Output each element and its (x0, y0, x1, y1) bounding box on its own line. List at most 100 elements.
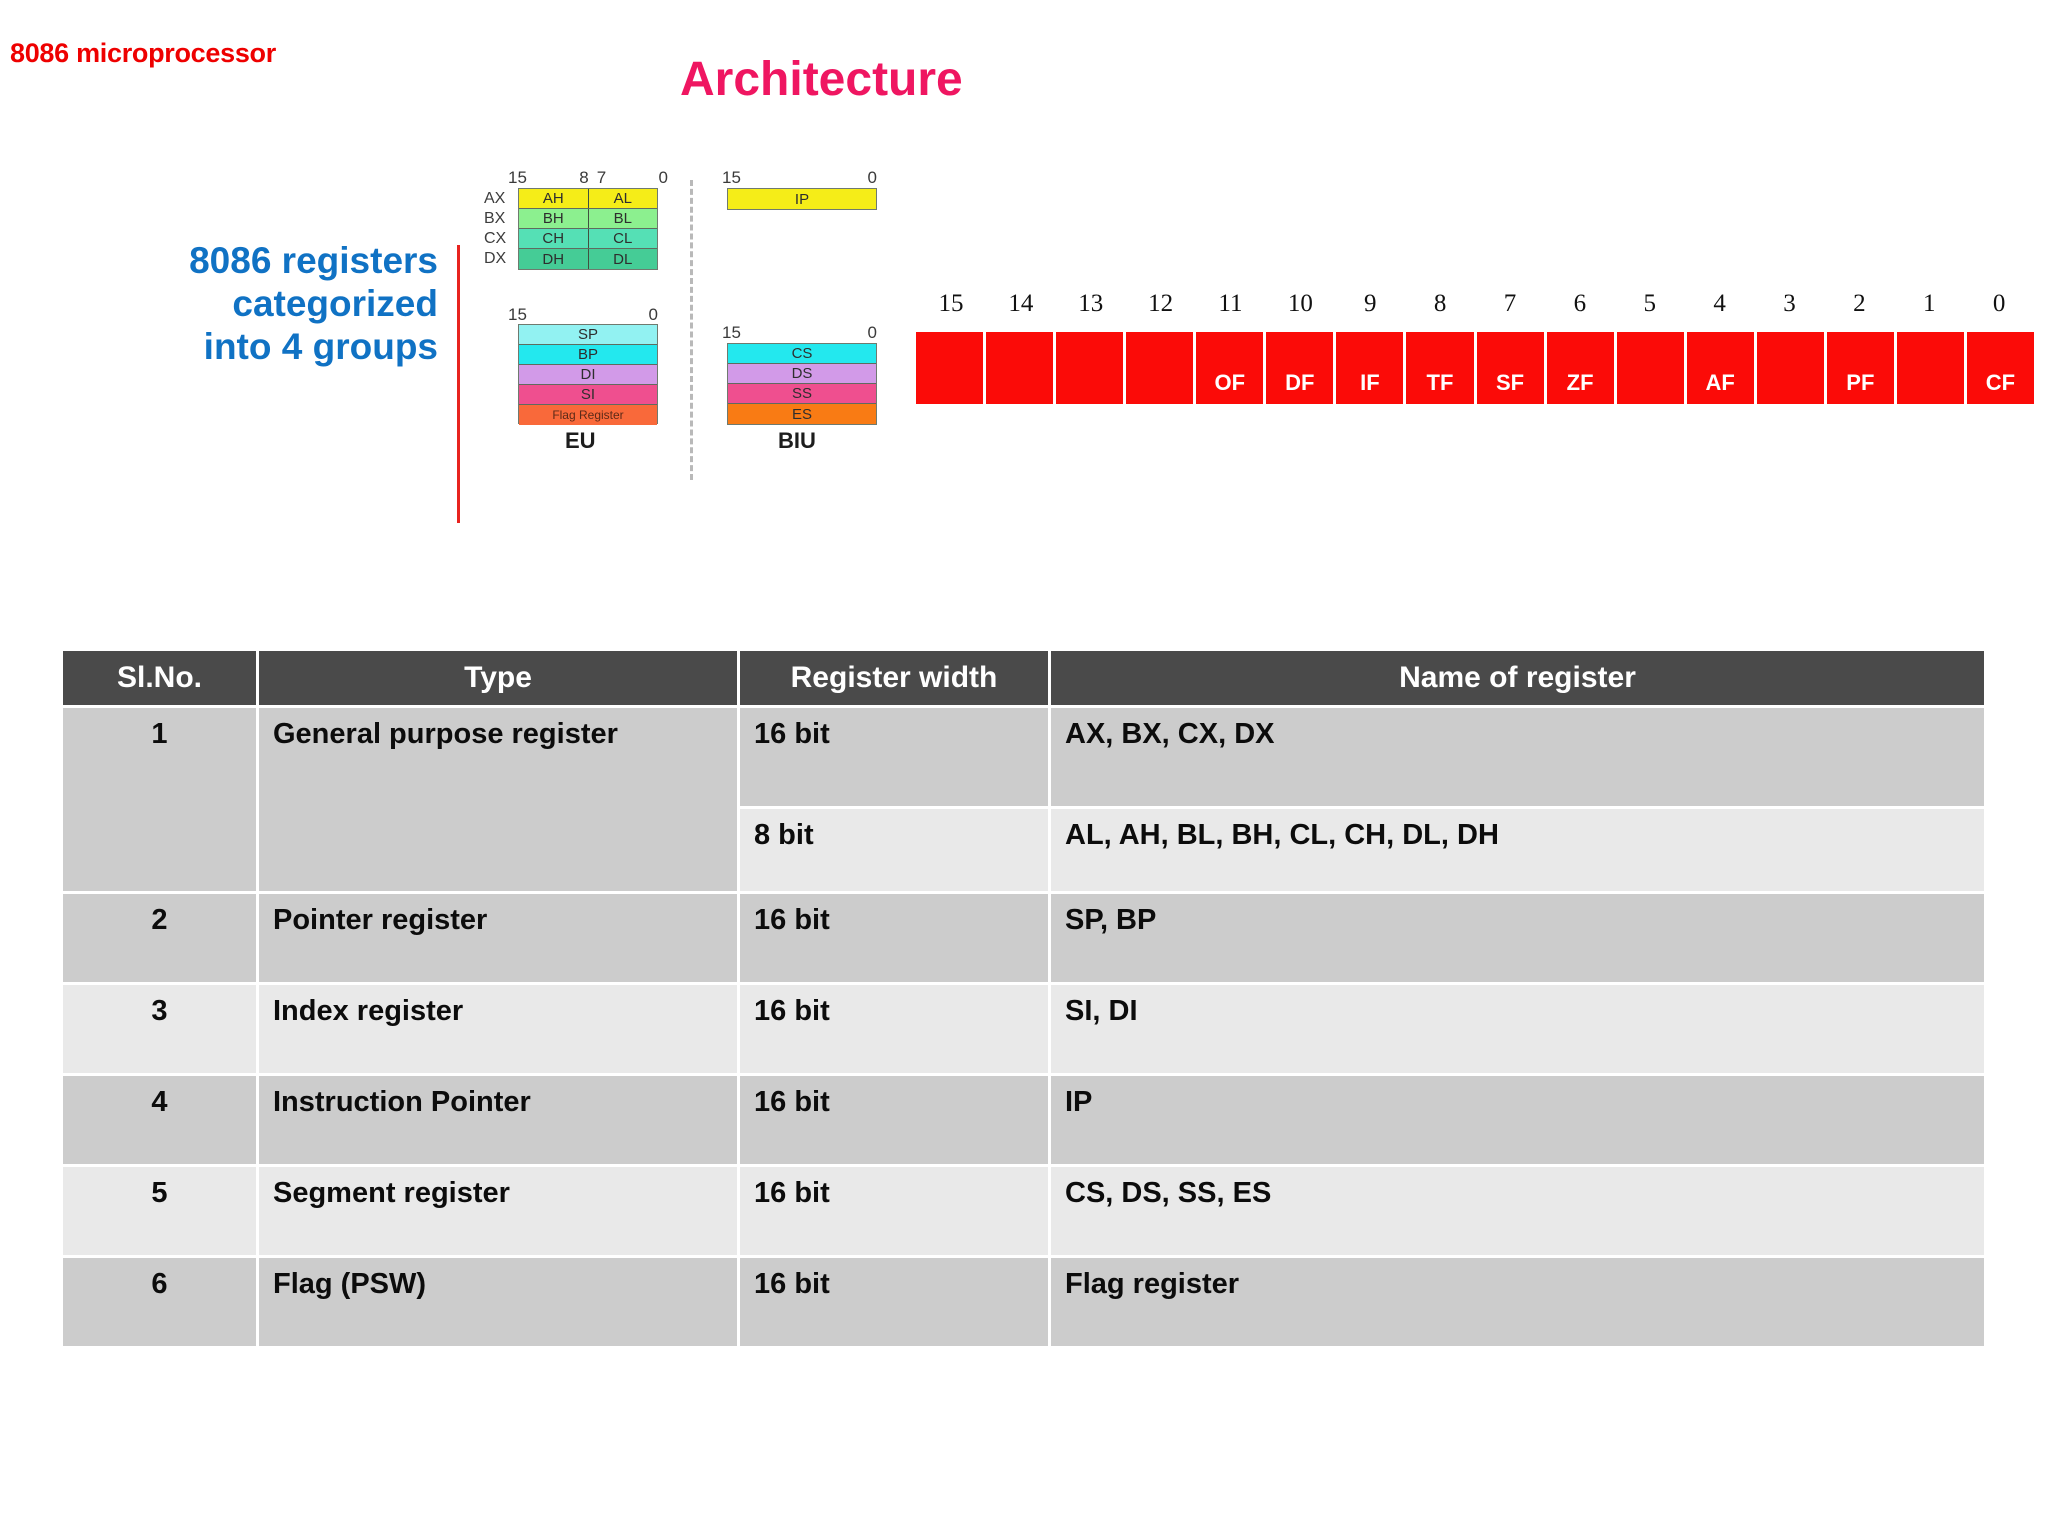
biu-scale-15: 15 (722, 323, 741, 342)
cell-width: 16 bit (740, 708, 1048, 806)
flag-bit-numbers: 15 14 13 12 11 10 9 8 7 6 5 4 3 2 1 0 (916, 290, 2034, 318)
bit-number: 5 (1643, 290, 1656, 317)
cell-type: Flag (PSW) (259, 1258, 737, 1346)
flag-cell-3 (1756, 332, 1824, 404)
eu-biu-divider (690, 180, 693, 480)
page-title: Architecture (680, 53, 963, 106)
cell-names: AL, AH, BL, BH, CL, CH, DL, DH (1051, 809, 1984, 891)
column-header-width: Register width (740, 651, 1048, 705)
caption-line-1: 8086 registers (189, 240, 438, 281)
flag-cell-sf: SF (1476, 332, 1544, 404)
cell-width: 16 bit (740, 1258, 1048, 1346)
cell-slno: 3 (63, 985, 256, 1073)
cell-ch: CH (519, 229, 589, 248)
flag-register-diagram: 15 14 13 12 11 10 9 8 7 6 5 4 3 2 1 0 OF… (916, 290, 2034, 404)
general-register-names: AX BX CX DX (484, 189, 506, 269)
bit-number: 12 (1148, 290, 1174, 317)
cell-names: AX, BX, CX, DX (1051, 708, 1984, 806)
table-row: 4 Instruction Pointer 16 bit IP (63, 1076, 1984, 1164)
register-row-sp: SP (519, 325, 657, 345)
bit-number: 15 (938, 290, 964, 317)
cell-width: 8 bit (740, 809, 1048, 891)
flag-cell-13 (1056, 332, 1124, 404)
table-row: 6 Flag (PSW) 16 bit Flag register (63, 1258, 1984, 1346)
biu-register-stack: CS DS SS ES (727, 343, 877, 425)
register-row-ds: DS (728, 364, 876, 384)
cell-width: 16 bit (740, 894, 1048, 982)
cell-type: Instruction Pointer (259, 1076, 737, 1164)
register-summary-table: Sl.No. Type Register width Name of regis… (60, 648, 1987, 1349)
label-cx: CX (484, 230, 507, 247)
scale-0: 0 (658, 168, 668, 187)
cell-dl: DL (613, 250, 633, 268)
eu-register-stack: SP BP DI SI Flag Register (518, 324, 658, 425)
register-row-ax: AH AL (519, 189, 657, 209)
cell-bh: BH (519, 209, 589, 228)
flag-cell-df: DF (1266, 332, 1334, 404)
flag-cell-cf: CF (1966, 332, 2034, 404)
cell-names: CS, DS, SS, ES (1051, 1167, 1984, 1255)
bit-number: 10 (1287, 290, 1313, 317)
bit-number: 11 (1218, 290, 1243, 317)
cell-si: SI (580, 386, 596, 403)
register-row-bp: BP (519, 345, 657, 365)
cell-type: Pointer register (259, 894, 737, 982)
general-register-scale: 15 8 7 0 (508, 168, 668, 188)
table-header-row: Sl.No. Type Register width Name of regis… (63, 651, 1984, 705)
caption-line-3: into 4 groups (203, 325, 438, 367)
register-row-es: ES (728, 404, 876, 424)
flag-cell-15 (916, 332, 984, 404)
scale-8: 8 (579, 168, 589, 187)
ip-scale-15: 15 (722, 168, 741, 187)
cell-slno: 1 (63, 708, 256, 891)
cell-sp: SP (577, 326, 598, 343)
red-vertical-rule (457, 245, 460, 523)
cell-slno: 2 (63, 894, 256, 982)
bit-number: 9 (1363, 290, 1377, 317)
cell-type: General purpose register (259, 708, 737, 891)
bit-number: 6 (1573, 290, 1587, 317)
biu-unit-label: BIU (778, 428, 816, 453)
flag-cell-1 (1896, 332, 1964, 404)
flag-cell-12 (1126, 332, 1194, 404)
cell-al: AL (613, 190, 632, 207)
eu-stack-scale: 15 0 (508, 305, 658, 325)
eu-unit-label: EU (565, 428, 596, 453)
cell-cs: CS (791, 345, 813, 362)
register-row-si: SI (519, 385, 657, 405)
cell-flag-register: Flag Register (552, 408, 624, 422)
bit-number: 14 (1008, 290, 1034, 317)
register-row-ss: SS (728, 384, 876, 404)
table-row: 8 bit AL, AH, BL, BH, CL, CH, DL, DH (63, 809, 1984, 891)
bit-number: 3 (1783, 290, 1796, 317)
cell-width: 16 bit (740, 985, 1048, 1073)
register-row-cs: CS (728, 344, 876, 364)
general-purpose-register-box: AH AL BH BL CH CL DH DL (518, 188, 658, 270)
cell-cl: CL (613, 230, 633, 247)
bit-number: 4 (1713, 290, 1726, 317)
cell-names: Flag register (1051, 1258, 1984, 1346)
table-row: 3 Index register 16 bit SI, DI (63, 985, 1984, 1073)
register-row-cx: CH CL (519, 229, 657, 249)
bit-number: 1 (1922, 290, 1936, 317)
flag-cell-af: AF (1686, 332, 1754, 404)
table-row: 1 General purpose register 16 bit AX, BX… (63, 708, 1984, 891)
biu-scale-0: 0 (867, 323, 877, 342)
table-row: 2 Pointer register 16 bit SP, BP (63, 894, 1984, 982)
register-row-dx: DH DL (519, 249, 657, 269)
register-row-bx: BH BL (519, 209, 657, 229)
table-row: 5 Segment register 16 bit CS, DS, SS, ES (63, 1167, 1984, 1255)
cell-di: DI (580, 366, 596, 383)
cell-slno: 4 (63, 1076, 256, 1164)
cell-width: 16 bit (740, 1167, 1048, 1255)
eu-scale-15: 15 (508, 305, 527, 324)
cell-bl: BL (613, 210, 632, 227)
cell-ah: AH (519, 189, 589, 208)
biu-stack-scale: 15 0 (722, 323, 877, 343)
column-header-type: Type (259, 651, 737, 705)
flag-cell-zf: ZF (1546, 332, 1614, 404)
flag-cell-5 (1616, 332, 1684, 404)
flag-cell-pf: PF (1826, 332, 1894, 404)
column-header-names: Name of register (1051, 651, 1984, 705)
flag-cell-if: IF (1336, 332, 1404, 404)
